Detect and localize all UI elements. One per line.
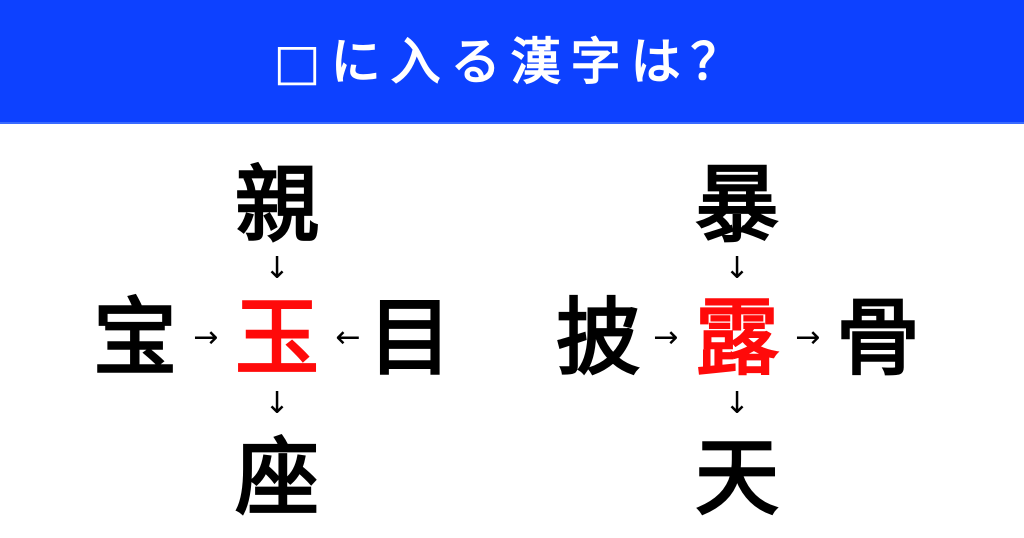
puzzle-1: 親 ↓ 宝 → 玉 ← 目 ↓ 座 [0, 122, 512, 538]
clue-top: 暴 [694, 156, 779, 254]
clue-top: 親 [234, 156, 319, 254]
clue-bottom: 天 [694, 429, 779, 527]
title-banner: □に入る漢字は？ [0, 0, 1024, 124]
arrow-right-icon: → [653, 320, 679, 355]
arrow-down-icon: ↓ [264, 251, 290, 286]
answer-kanji: 露 [694, 289, 779, 387]
arrow-down-icon: ↓ [724, 386, 750, 421]
puzzle-2: 暴 ↓ 披 → 露 → 骨 ↓ 天 [460, 122, 972, 538]
page-title: □に入る漢字は？ [273, 33, 751, 91]
answer-kanji: 玉 [234, 289, 319, 387]
clue-left: 披 [555, 289, 640, 387]
arrow-right-icon: → [193, 320, 219, 355]
clue-right: 骨 [835, 289, 920, 387]
arrow-left-icon: ← [335, 320, 361, 355]
arrow-right-icon: → [795, 320, 821, 355]
arrow-down-icon: ↓ [724, 251, 750, 286]
clue-left: 宝 [92, 289, 177, 387]
clue-right: 目 [367, 289, 452, 387]
clue-bottom: 座 [234, 429, 319, 527]
arrow-down-icon: ↓ [264, 386, 290, 421]
